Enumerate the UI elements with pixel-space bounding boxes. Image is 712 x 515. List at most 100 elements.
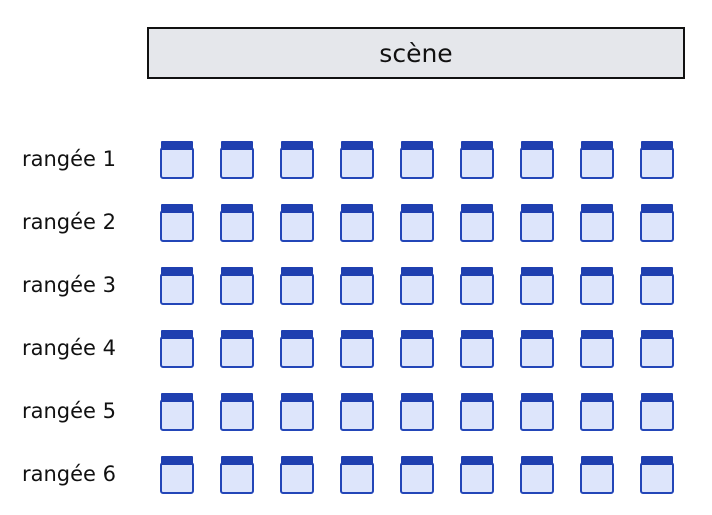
seat-icon[interactable] [520,204,554,242]
seat-icon[interactable] [340,456,374,494]
seat-icon[interactable] [460,204,494,242]
seat-icon[interactable] [400,456,434,494]
seat-icon[interactable] [340,267,374,305]
seat-cushion [220,336,254,368]
seat-icon[interactable] [280,393,314,431]
seat-row-1: rangée 1 [0,141,712,181]
seat-icon[interactable] [220,141,254,179]
seat-back [221,141,253,150]
seat-icon[interactable] [580,330,614,368]
seat-icon[interactable] [400,141,434,179]
seat-icon[interactable] [580,393,614,431]
seat-cushion [460,399,494,431]
seat-cushion [280,462,314,494]
seat-row-6: rangée 6 [0,456,712,496]
seat-icon[interactable] [580,204,614,242]
seat-icon[interactable] [460,330,494,368]
seat-back [581,330,613,339]
seat-icon[interactable] [520,267,554,305]
seat-cushion [580,273,614,305]
seat-row-3: rangée 3 [0,267,712,307]
seat-back [521,141,553,150]
seat-back [161,141,193,150]
seat-icon[interactable] [340,204,374,242]
seat-icon[interactable] [460,267,494,305]
row-label: rangée 2 [22,210,117,234]
seat-back [281,393,313,402]
seat-icon[interactable] [340,330,374,368]
seat-back [401,330,433,339]
seat-cushion [520,399,554,431]
seat-back [581,141,613,150]
seat-icon[interactable] [280,330,314,368]
seat-back [461,330,493,339]
seat-icon[interactable] [460,456,494,494]
seat-icon[interactable] [520,141,554,179]
seat-icon[interactable] [160,330,194,368]
seat-icon[interactable] [280,267,314,305]
seat-icon[interactable] [220,204,254,242]
seat-icon[interactable] [640,267,674,305]
seat-back [401,393,433,402]
seat-cushion [220,273,254,305]
seat-cushion [340,210,374,242]
seat-cushion [220,147,254,179]
seat-icon[interactable] [220,330,254,368]
seat-icon[interactable] [400,267,434,305]
seat-icon[interactable] [580,141,614,179]
seat-icon[interactable] [340,393,374,431]
seat-back [641,456,673,465]
seat-back [461,141,493,150]
seat-icon[interactable] [280,141,314,179]
seat-back [281,267,313,276]
seat-back [161,330,193,339]
seat-icon[interactable] [160,393,194,431]
seat-icon[interactable] [160,267,194,305]
seat-icon[interactable] [640,204,674,242]
seat-icon[interactable] [220,393,254,431]
seat-cushion [340,462,374,494]
seat-back [581,204,613,213]
seat-icon[interactable] [640,141,674,179]
seat-back [581,456,613,465]
seat-cushion [460,336,494,368]
seat-cushion [400,399,434,431]
seat-back [521,267,553,276]
seat-cushion [580,462,614,494]
seat-icon[interactable] [580,267,614,305]
seat-icon[interactable] [400,330,434,368]
seat-icon[interactable] [280,204,314,242]
seat-icon[interactable] [400,393,434,431]
seat-icon[interactable] [580,456,614,494]
seat-icon[interactable] [520,393,554,431]
seat-icon[interactable] [220,456,254,494]
seat-back [581,267,613,276]
stage-label: scène [379,38,453,68]
seat-back [641,267,673,276]
seat-cushion [520,336,554,368]
seat-cushion [280,210,314,242]
seat-icon[interactable] [520,456,554,494]
seat-icon[interactable] [520,330,554,368]
seat-cushion [520,462,554,494]
seat-back [341,456,373,465]
seat-icon[interactable] [280,456,314,494]
seat-back [281,330,313,339]
seat-icon[interactable] [640,330,674,368]
seat-cushion [640,462,674,494]
seat-icon[interactable] [400,204,434,242]
seat-back [341,141,373,150]
seat-icon[interactable] [340,141,374,179]
seat-icon[interactable] [160,456,194,494]
seat-icon[interactable] [640,393,674,431]
seat-icon[interactable] [460,393,494,431]
seat-icon[interactable] [160,204,194,242]
seat-icon[interactable] [640,456,674,494]
seat-cushion [640,273,674,305]
seat-cushion [460,147,494,179]
seat-icon[interactable] [160,141,194,179]
seat-back [221,456,253,465]
seat-icon[interactable] [460,141,494,179]
seat-icon[interactable] [220,267,254,305]
seat-back [641,393,673,402]
